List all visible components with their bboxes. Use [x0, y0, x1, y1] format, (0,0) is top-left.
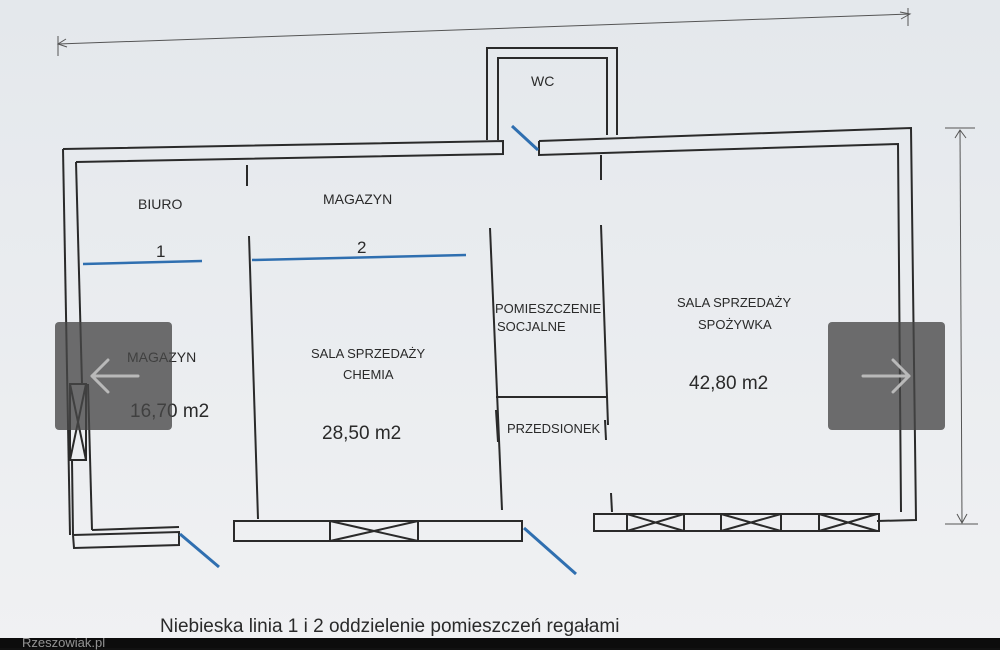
label-spozywka-1: SALA SPRZEDAŻY [677, 295, 791, 310]
doors-blue [179, 124, 577, 576]
label-marker-2: 2 [357, 238, 366, 257]
label-pomieszczenie-2: SOCJALNE [497, 319, 566, 334]
label-biuro: BIURO [138, 196, 182, 212]
walls [62, 47, 918, 550]
dimension-lines [56, 8, 978, 525]
footer-strip [0, 638, 1000, 648]
label-chemia-1: SALA SPRZEDAŻY [311, 346, 425, 361]
gallery-next-button[interactable] [828, 322, 945, 430]
shelf-lines-blue [82, 253, 467, 266]
arrow-right-icon [861, 358, 910, 394]
label-magazyn-top: MAGAZYN [323, 191, 392, 207]
label-przedsionek: PRZEDSIONEK [507, 421, 601, 436]
label-pomieszczenie-1: POMIESZCZENIE [495, 301, 602, 316]
label-spozywka-2: SPOŻYWKA [698, 317, 772, 332]
label-chemia-area: 28,50 m2 [322, 423, 401, 444]
label-wc: WC [531, 73, 554, 89]
gallery-prev-button[interactable] [55, 322, 172, 430]
arrow-left-icon [90, 358, 139, 394]
watermark: Rzeszowiak.pl [22, 635, 106, 650]
label-marker-1: 1 [156, 242, 165, 261]
room-labels: WC BIURO MAGAZYN 1 2 POMIESZCZENIE SOCJA… [127, 73, 791, 637]
label-chemia-2: CHEMIA [343, 367, 394, 382]
label-spozywka-area: 42,80 m2 [689, 373, 768, 394]
plan-caption: Niebieska linia 1 i 2 oddzielenie pomies… [160, 616, 619, 637]
